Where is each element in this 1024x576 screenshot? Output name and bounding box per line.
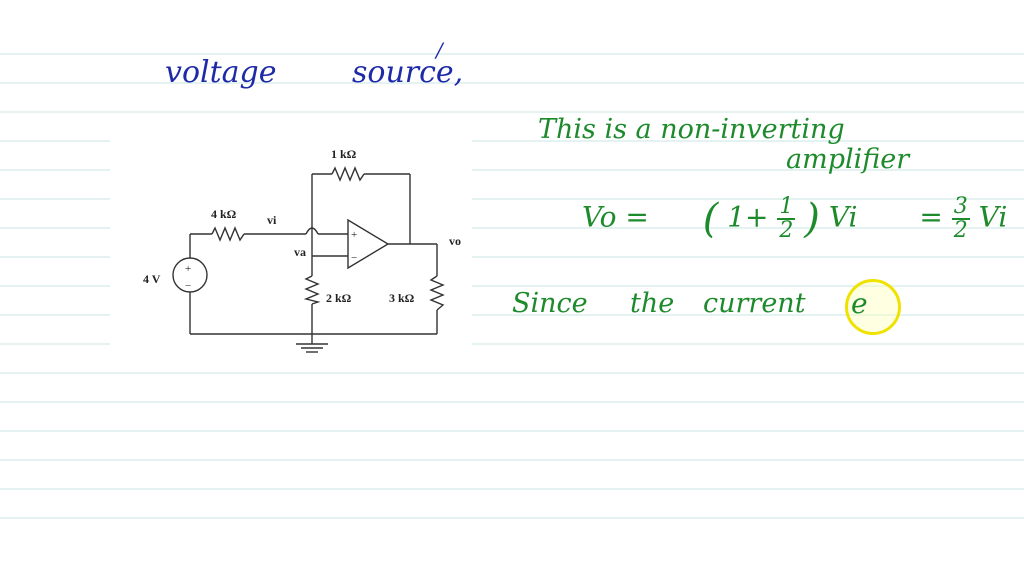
note-line-3-the: the <box>630 288 675 319</box>
voltage-source-icon <box>172 257 208 293</box>
accent-mark: / <box>436 38 443 62</box>
eq-paren-close: ) <box>804 196 820 242</box>
label-node-va: va <box>294 245 306 259</box>
label-r-feedback: 1 kΩ <box>331 147 357 161</box>
eq-vi-2: Vi <box>978 200 1008 234</box>
note-line-3-since: Since <box>512 288 588 319</box>
opamp-plus: + <box>351 229 357 241</box>
ground-icon <box>296 343 328 353</box>
label-source-voltage: 4 V <box>143 272 161 286</box>
note-line-2: amplifier <box>786 144 910 175</box>
source-plus: + <box>185 263 191 275</box>
cursor-char: e <box>851 287 868 320</box>
heading-word-voltage: voltage <box>165 55 277 90</box>
resistor-1k <box>331 166 365 182</box>
resistor-4k <box>211 226 245 242</box>
eq-frac2-num: 3 <box>951 194 970 220</box>
opamp-minus: − <box>351 252 357 264</box>
eq-frac1-den: 2 <box>779 218 794 243</box>
opamp-icon <box>347 218 390 270</box>
source-minus: − <box>185 280 191 292</box>
eq-equals: = <box>919 200 943 234</box>
eq-vi: Vi <box>828 200 858 234</box>
note-line-3-current: current <box>703 288 806 319</box>
note-line-1: This is a non-inverting <box>538 114 845 145</box>
eq-one-plus: 1+ <box>727 200 769 234</box>
heading-word-source: source, <box>352 55 464 90</box>
eq-lhs: Vo = <box>582 200 649 234</box>
label-r-load: 3 kΩ <box>389 291 415 305</box>
eq-frac1-num: 1 <box>777 194 796 220</box>
equation: Vo = ( 1+ 1 2 ) Vi = 3 2 Vi <box>582 196 1007 242</box>
label-node-vi: vi <box>267 213 277 227</box>
resistor-2k <box>303 275 321 305</box>
resistor-3k <box>429 275 445 311</box>
eq-frac2-den: 2 <box>953 218 968 243</box>
eq-paren-open: ( <box>702 196 719 242</box>
label-node-vo: vo <box>449 234 461 248</box>
label-r-ground: 2 kΩ <box>326 291 352 305</box>
pen-cursor-highlight <box>845 279 901 335</box>
label-r-input: 4 kΩ <box>211 207 237 221</box>
